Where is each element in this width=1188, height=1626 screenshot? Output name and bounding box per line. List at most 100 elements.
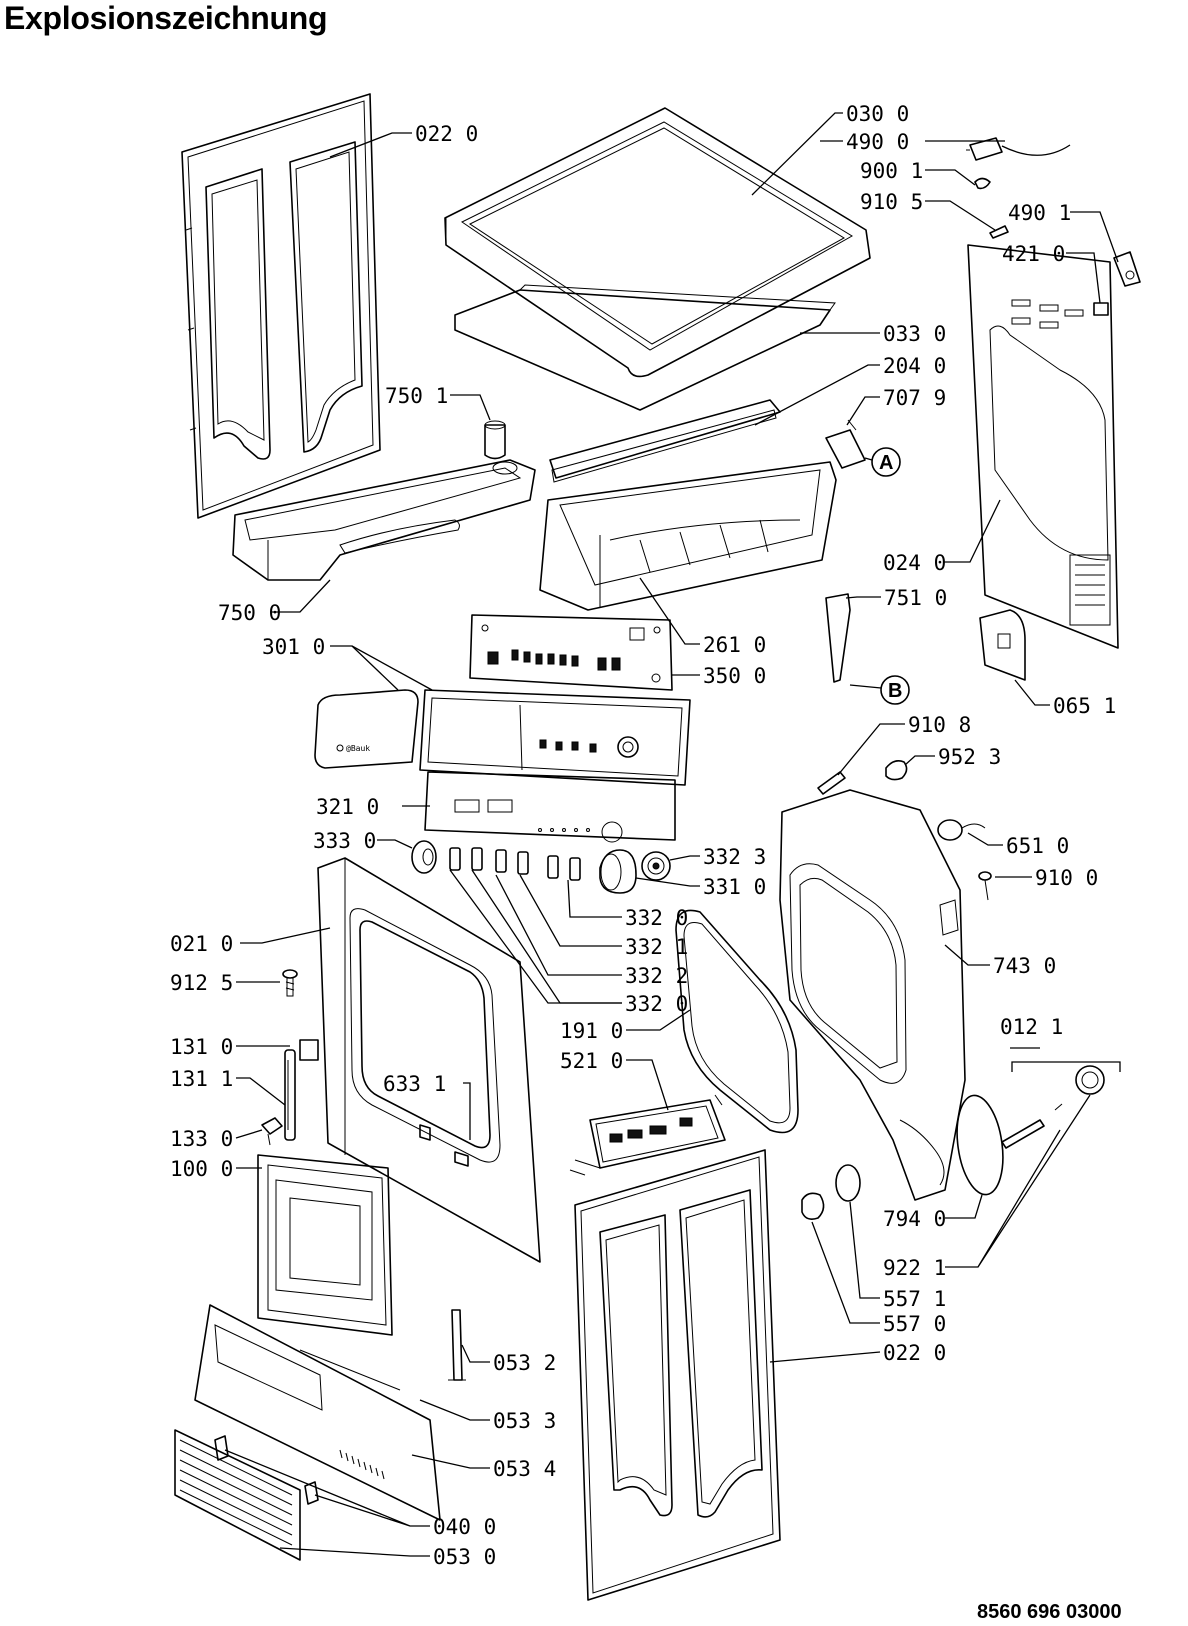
part-label: 794 0 — [883, 1207, 946, 1231]
pump-part — [801, 1192, 825, 1220]
program-label-block: @Bauk — [314, 689, 419, 769]
program-knob — [599, 849, 637, 894]
part-label: 421 0 — [1002, 242, 1065, 266]
leader-lines — [224, 112, 1121, 1557]
screw-9100 — [978, 871, 992, 901]
part-label: 033 0 — [883, 322, 946, 346]
part-label: 012 1 — [1000, 1015, 1063, 1039]
screw-9105 — [989, 225, 1009, 239]
mains-cable — [966, 137, 1071, 161]
document-code: 8560 696 03000 — [977, 1601, 1122, 1623]
kick-plate-frame — [194, 1304, 441, 1521]
power-board — [569, 1094, 726, 1176]
part-label: 557 1 — [883, 1287, 946, 1311]
part-label: 332 0 — [625, 992, 688, 1016]
part-label: 331 0 — [703, 875, 766, 899]
front-frame — [317, 857, 541, 1263]
front-strip — [549, 399, 781, 483]
cable-clip — [974, 177, 991, 190]
drum-housing — [779, 789, 966, 1201]
part-label: 900 1 — [860, 159, 923, 183]
part-label: 022 0 — [883, 1341, 946, 1365]
part-label: 332 2 — [625, 964, 688, 988]
small-knob — [411, 840, 437, 874]
marker-b — [849, 675, 910, 705]
control-pcb — [469, 614, 673, 691]
part-label: 922 1 — [883, 1256, 946, 1280]
part-label: 490 1 — [1008, 201, 1071, 225]
part-label: 750 1 — [385, 384, 448, 408]
part-label: 333 0 — [313, 829, 376, 853]
screw-9108 — [817, 771, 846, 795]
top-cover — [444, 107, 871, 378]
plug-9523 — [885, 760, 908, 781]
cover-plate-0651 — [979, 609, 1026, 681]
part-label: 707 9 — [883, 386, 946, 410]
drain-hose-piece — [825, 593, 851, 683]
part-label: 321 0 — [316, 795, 379, 819]
part-label: 332 1 — [625, 935, 688, 959]
knob-insert — [641, 851, 671, 881]
part-label: 743 0 — [993, 954, 1056, 978]
drawer-housing — [232, 459, 536, 581]
part-label: 952 3 — [938, 745, 1001, 769]
part-label: 633 1 — [383, 1072, 446, 1096]
door — [257, 1154, 393, 1336]
grille-clips — [214, 1435, 319, 1505]
part-label: 053 2 — [493, 1351, 556, 1375]
part-label: 301 0 — [262, 635, 325, 659]
cover-plate — [454, 284, 836, 411]
part-label: 053 4 — [493, 1457, 556, 1481]
cable-bracket — [1113, 251, 1141, 287]
button-set — [449, 847, 581, 881]
part-label: 065 1 — [1053, 694, 1116, 718]
part-label: 912 5 — [170, 971, 233, 995]
part-label: 040 0 — [433, 1515, 496, 1539]
part-label: 024 0 — [883, 551, 946, 575]
hinge-assembly — [284, 1039, 319, 1141]
part-label: 133 0 — [170, 1127, 233, 1151]
control-panel-fascia — [424, 771, 676, 843]
fan-assembly — [1001, 1065, 1105, 1149]
part-label: 021 0 — [170, 932, 233, 956]
part-label: 751 0 — [884, 586, 947, 610]
control-housing — [419, 689, 691, 786]
marker-a-text: A — [879, 452, 893, 474]
condenser-tray — [539, 461, 837, 611]
part-label: 350 0 — [703, 664, 766, 688]
rear-panel — [967, 244, 1119, 649]
sensor-6510 — [937, 819, 986, 841]
part-label: 910 5 — [860, 190, 923, 214]
part-label: 131 0 — [170, 1035, 233, 1059]
part-labels: 022 0 030 0 490 0 900 1 910 5 490 1 421 … — [170, 102, 1116, 1569]
side-panel-bottom — [574, 1149, 781, 1601]
part-label: 332 3 — [703, 845, 766, 869]
filter-part — [825, 419, 866, 469]
marker-a — [864, 447, 901, 477]
screw-9125 — [282, 969, 298, 997]
door-clip — [261, 1117, 283, 1146]
part-label: 651 0 — [1006, 834, 1069, 858]
part-label: 204 0 — [883, 354, 946, 378]
seal-ring — [835, 1164, 861, 1202]
part-label: 910 0 — [1035, 866, 1098, 890]
cup-part — [484, 420, 506, 460]
part-label: 191 0 — [560, 1019, 623, 1043]
door-gasket — [675, 909, 799, 1134]
marker-b-text: B — [888, 680, 902, 702]
part-label: 053 3 — [493, 1409, 556, 1433]
part-label: 557 0 — [883, 1312, 946, 1336]
part-label: 332 0 — [625, 906, 688, 930]
part-label: 100 0 — [170, 1157, 233, 1181]
hinge-element — [419, 1124, 469, 1167]
part-label: 750 0 — [218, 601, 281, 625]
rod-0532 — [448, 1309, 466, 1381]
connector-box — [1093, 302, 1109, 316]
part-label: 053 0 — [433, 1545, 496, 1569]
part-label: 521 0 — [560, 1049, 623, 1073]
part-label: 910 8 — [908, 713, 971, 737]
side-panel-left — [181, 93, 381, 519]
part-label: 131 1 — [170, 1067, 233, 1091]
part-label: 022 0 — [415, 122, 478, 146]
